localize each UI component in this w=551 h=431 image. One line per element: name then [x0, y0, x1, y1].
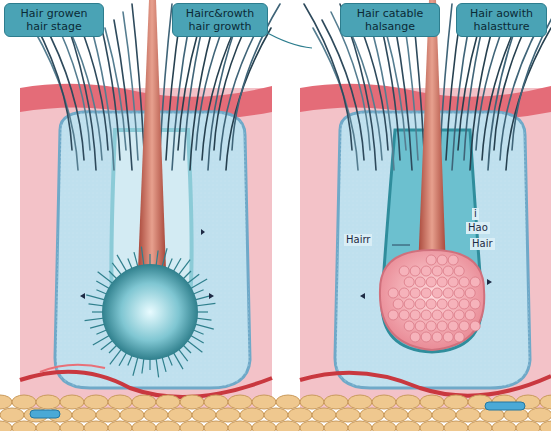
callout-box: Hair aowith halastture [456, 3, 547, 37]
part-label: i [472, 208, 479, 220]
part-label: Hao [466, 222, 490, 234]
telogen-bulb [380, 250, 484, 350]
callout-box: Hairc&rowth hair growth [172, 3, 268, 37]
callout-box: Hair growen hair stage [4, 3, 104, 37]
callout-box: Hair catable halsange [340, 3, 440, 37]
callout-text: Hairc&rowth hair growth [180, 7, 260, 33]
hair-shaft [418, 0, 446, 270]
part-label: Hairr [344, 234, 372, 246]
part-label: Hair [470, 238, 495, 250]
callout-text: Hair growen hair stage [12, 7, 96, 33]
leader-line [262, 30, 312, 48]
callout-text: Hair aowith halastture [464, 7, 539, 33]
hair-shaft [138, 0, 166, 270]
anagen-bulb [102, 264, 198, 360]
callout-text: Hair catable halsange [348, 7, 432, 33]
